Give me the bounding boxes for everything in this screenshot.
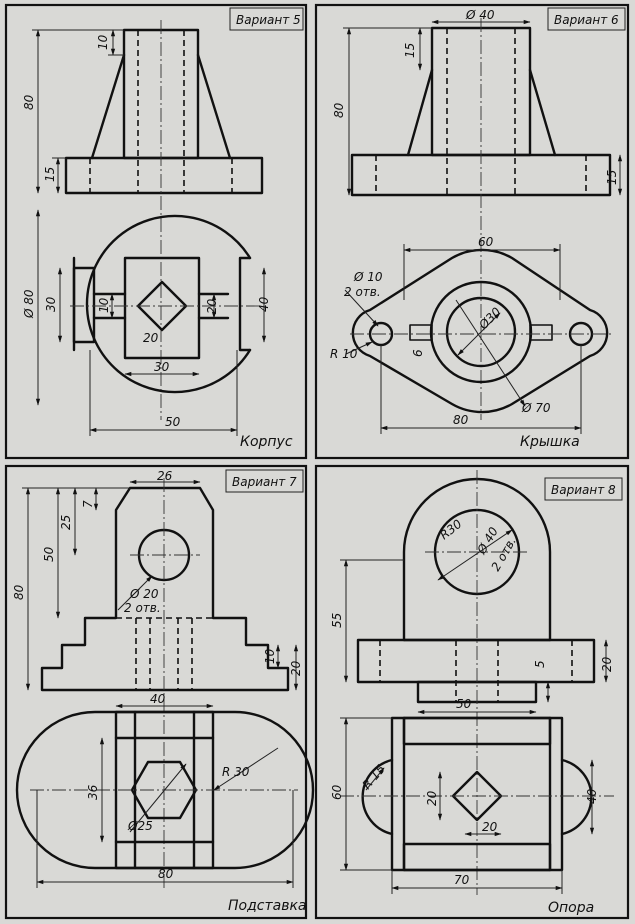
dim-label: 20 xyxy=(425,790,439,806)
part-name: Корпус xyxy=(240,434,293,450)
dim-label: 10 xyxy=(263,648,277,664)
dim-label: 40 xyxy=(585,788,599,804)
dim-label: Ø 80 xyxy=(22,289,36,319)
dim-label: 2 отв. xyxy=(124,601,161,615)
variant-label: Вариант 5 xyxy=(236,13,301,27)
dim-label: 20 xyxy=(205,298,219,314)
dim-label: 40 xyxy=(150,692,166,706)
dim-label: 30 xyxy=(44,296,58,312)
dim-label: R30 xyxy=(437,517,465,543)
dim-label: 55 xyxy=(330,613,344,628)
variant-label: Вариант 6 xyxy=(554,13,619,27)
variant-label: Вариант 8 xyxy=(551,483,616,497)
dim-label: 40 xyxy=(257,296,271,312)
dim-label: 20 xyxy=(600,656,614,672)
dim-label: Ø25 xyxy=(127,819,153,833)
dim-label: 20 xyxy=(143,331,159,345)
dim-label: 10 xyxy=(97,297,111,313)
dim-label: 60 xyxy=(478,235,494,249)
dim-label: 15 xyxy=(43,167,57,182)
variant-8-drawing: Вариант 8 R30 Ø 40 2 отв. 55 5 20 xyxy=(330,470,623,916)
dim-label: 5 xyxy=(533,660,547,668)
dim-label: 50 xyxy=(42,546,56,562)
dim-label: 2 отв. xyxy=(344,285,381,299)
dim-label: 10 xyxy=(96,34,110,50)
dim-label: Ø 10 xyxy=(353,270,383,284)
dim-label: 6 xyxy=(411,349,425,357)
dim-label: 80 xyxy=(22,94,36,110)
dim-label: 80 xyxy=(12,584,26,600)
variant-5-drawing: Вариант 5 80 15 10 Ø 80 xyxy=(22,7,304,450)
panel-frame-v6 xyxy=(314,3,630,460)
dim-label: 30 xyxy=(154,360,170,374)
dim-label: 50 xyxy=(456,697,472,711)
dim-label: Ø 20 xyxy=(129,587,159,601)
dim-label: 15 xyxy=(403,43,417,58)
part-name: Опора xyxy=(548,900,594,916)
dim-label: 15 xyxy=(605,170,619,185)
dim-label: Ø 70 xyxy=(521,401,551,415)
dim-label: R 10 xyxy=(330,347,358,361)
part-name: Подставка xyxy=(228,898,307,914)
dim-label: 20 xyxy=(482,820,498,834)
dim-label: R 15 xyxy=(360,762,388,792)
panel-frame-v5 xyxy=(4,3,308,460)
variant-7-drawing: Вариант 7 26 7 25 50 80 Ø 20 2 отв. 10 2… xyxy=(12,469,315,914)
dim-label: R 30 xyxy=(222,765,250,779)
panel-frame-v7 xyxy=(4,464,308,920)
dim-label: 20 xyxy=(289,660,303,676)
dim-label: 80 xyxy=(332,102,346,118)
dim-label: 26 xyxy=(157,469,173,483)
dim-label: 80 xyxy=(453,413,469,427)
dim-label: 7 xyxy=(81,500,95,508)
dim-label: 70 xyxy=(454,873,470,887)
variant-label: Вариант 7 xyxy=(232,475,297,489)
dim-label: 80 xyxy=(158,867,174,881)
dim-label: 25 xyxy=(59,515,73,530)
dim-label: 60 xyxy=(330,784,344,800)
panel-frame-v8 xyxy=(314,464,630,920)
part-name: Крышка xyxy=(520,434,580,450)
dim-label: 50 xyxy=(165,415,181,429)
dim-label: 36 xyxy=(86,784,100,800)
dim-label: Ø 40 xyxy=(465,8,495,22)
variant-6-drawing: Вариант 6 Ø 40 80 15 15 60 Ø 10 xyxy=(330,7,626,450)
dim-label: Ø30 xyxy=(476,304,504,332)
